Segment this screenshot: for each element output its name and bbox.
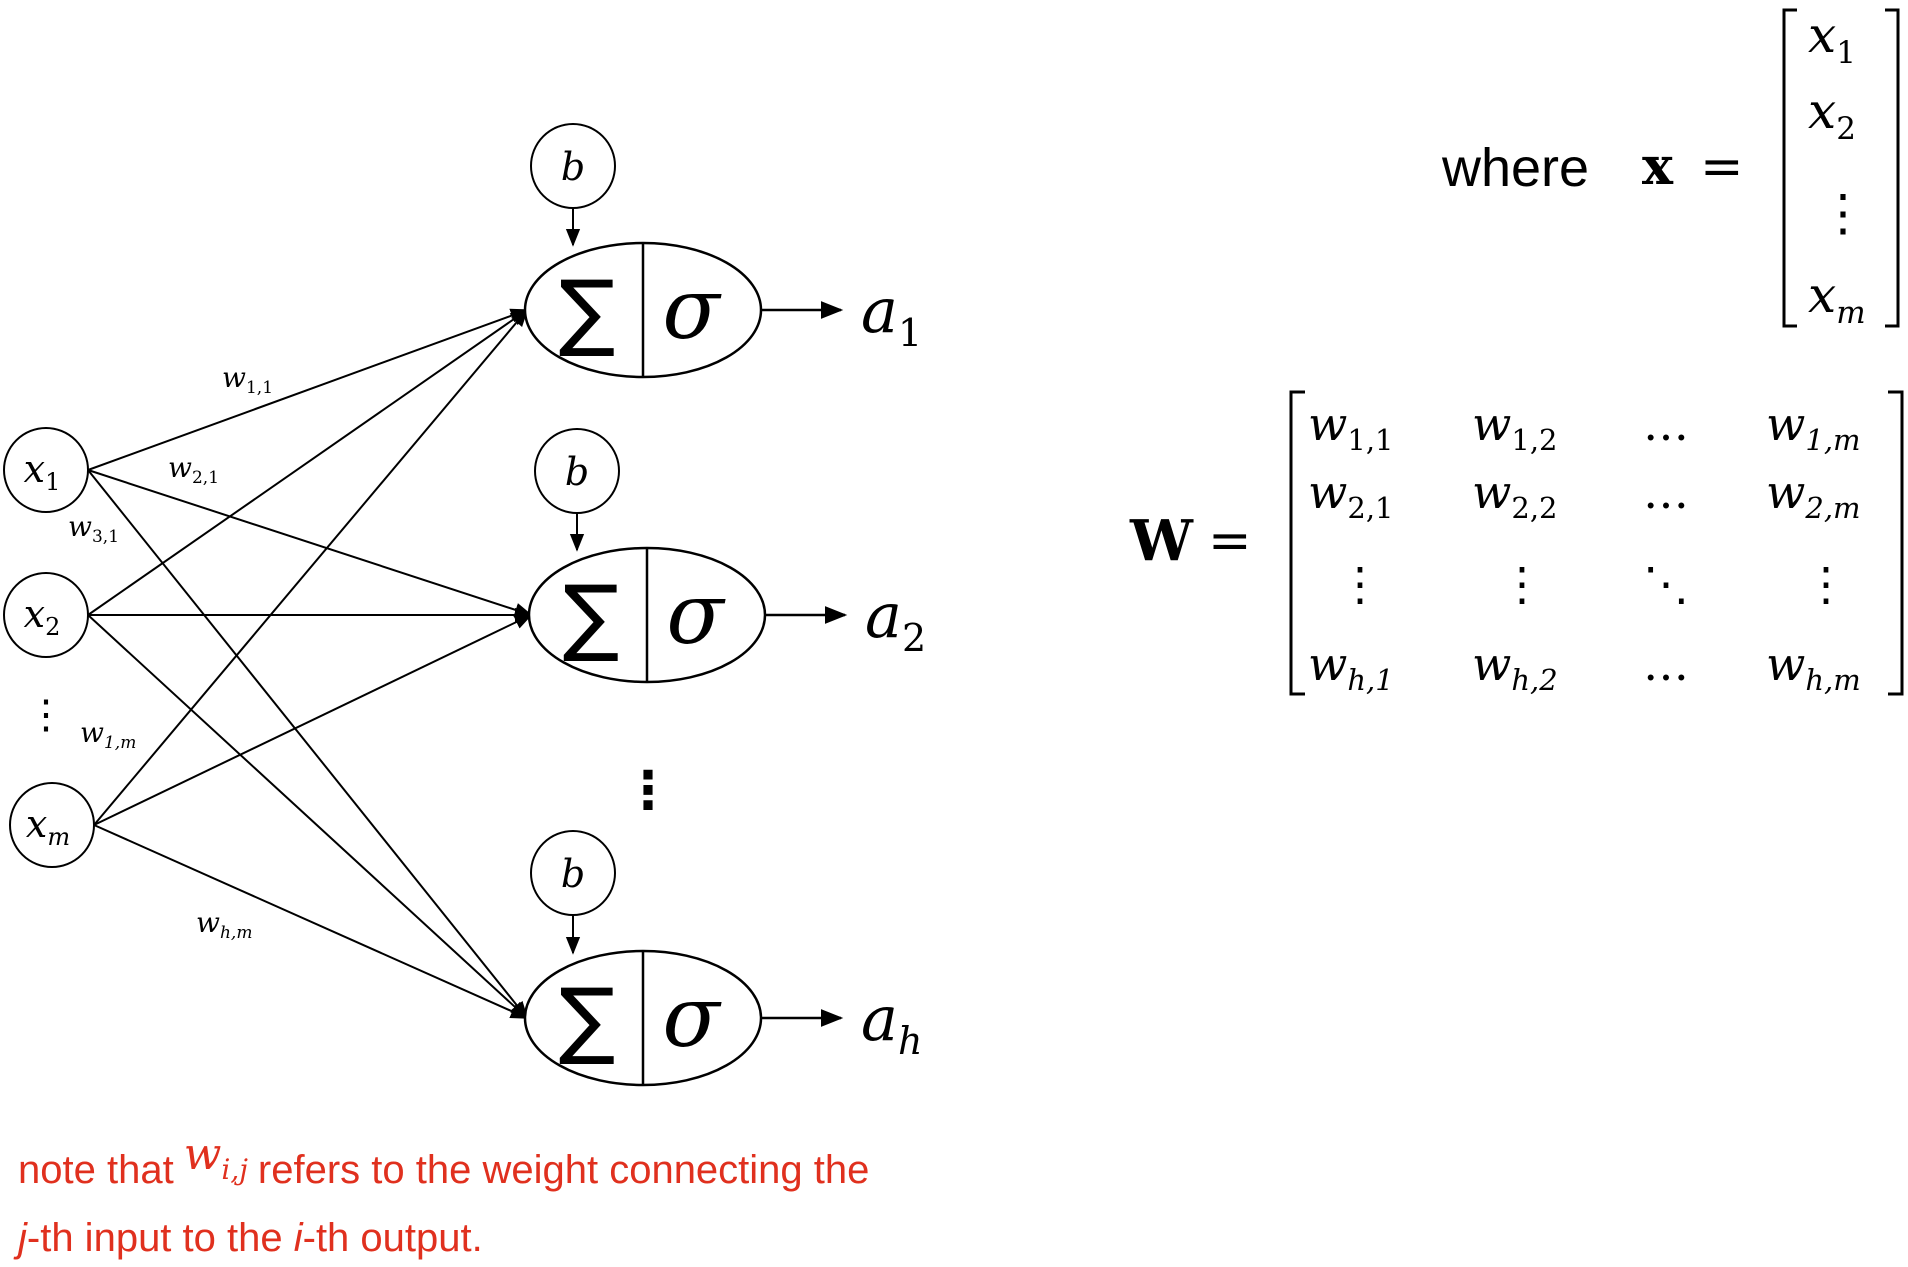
activation-symbol-2: σ [666,565,726,663]
w-entry-dots-1-3: … [1643,397,1689,451]
input-label-x2: x2 [24,592,61,641]
w-matrix-definition: W= w1,1 w1,2 … w1,m w2,1 w2,2 … w2,m ⋮ ⋮ ⋱ ⋮ wh,1 wh,2… [1129,390,1904,697]
activation-symbol-3: σ [662,968,722,1066]
input-label-xm: xm [26,802,70,851]
output-label-a2: a2 [865,579,926,660]
edge-label-w11: w1,1 [222,361,273,398]
output-labels: a1 a2 ah [761,274,926,1063]
w-entry-dots-3-3: ⋱ [1643,557,1689,611]
input-nodes: x1 x2 xm ⋮ [3,427,95,868]
where-text: where [1441,138,1589,198]
edge-label-w21: w2,1 [168,451,219,488]
w-entry-2-1: w2,1 [1308,465,1394,525]
edge-x2-to-a1 [87,308,529,616]
sum-symbol-3: ∑ [559,970,616,1068]
edge-xm-to-a2 [93,614,533,826]
edge-label-w31: w3,1 [68,510,119,547]
neuron-ellipsis: ⋮ [622,761,674,821]
w-equals: = [1208,511,1252,571]
w-entry-4-2: wh,2 [1472,637,1558,697]
w-entry-2-2: w2,2 [1472,465,1558,525]
w-entry-dots-3-2: ⋮ [1499,557,1545,611]
input-ellipsis: ⋮ [26,692,66,738]
note-prefix: note that [18,1148,174,1192]
x-bracket-left [1782,8,1797,328]
w-entry-dots-4-3: … [1643,637,1689,691]
note-suffix: refers to the weight connecting the [257,1148,870,1192]
x-bracket-right [1885,8,1900,328]
edge-x2-to-ah [87,614,529,1020]
bias-label-2: b [565,450,589,494]
edge-x1-to-a1 [87,308,529,471]
w-entry-4-1: wh,1 [1308,637,1394,697]
output-label-a1: a1 [861,274,922,355]
w-entry-4-4: wh,m [1766,637,1861,697]
note-line-2: j-th input to the i-th output. [18,1215,483,1260]
neurons: ∑ σ ∑ σ ∑ σ ⋮ [523,241,767,1087]
note-j: j [18,1215,27,1260]
edge-labels: w1,1 w2,1 w3,1 w1,m wh,m [68,361,273,943]
input-node-x1 [3,427,89,513]
activation-symbol-1: σ [662,260,722,358]
w-entry-1-1: w1,1 [1308,397,1394,457]
x-entry-dots: ⋮ [1818,184,1868,242]
w-entry-2-4: w2,m [1766,465,1861,525]
edge-xm-to-a1 [93,308,529,826]
bias-label-3: b [561,852,585,896]
w-entry-dots-3-4: ⋮ [1803,557,1849,611]
input-node-xm [9,782,95,868]
x-entry-4: xm [1808,266,1866,331]
input-node-x2 [3,572,89,658]
edge-x1-to-a2 [87,469,533,617]
w-bracket-right [1888,390,1904,696]
w-entry-dots-2-3: … [1643,465,1689,519]
edge-label-w1m: w1,m [80,716,136,753]
w-entry-1-2: w1,2 [1472,397,1558,457]
edge-label-whm: wh,m [196,906,252,943]
edge-x1-to-ah [87,469,529,1020]
weight-edges [87,308,533,1020]
x-symbol: x [1642,136,1674,197]
edge-xm-to-ah [93,824,529,1019]
note-i: i [293,1215,303,1260]
bias-nodes: b b b [530,123,620,955]
bias-label-1: b [561,145,585,189]
output-label-ah: ah [861,982,922,1063]
w-entry-dots-3-1: ⋮ [1337,557,1383,611]
note-symbol: wi,j [183,1129,248,1186]
x-entry-1: x1 [1808,6,1856,71]
w-symbol: W [1129,508,1194,574]
input-label-x1: x1 [24,447,61,496]
sum-symbol-2: ∑ [563,567,620,665]
x-equals: = [1700,137,1744,197]
x-entry-2: x2 [1808,82,1856,147]
sum-symbol-1: ∑ [559,262,616,360]
w-bracket-left [1289,390,1305,696]
w-entry-1-4: w1,m [1766,397,1861,457]
